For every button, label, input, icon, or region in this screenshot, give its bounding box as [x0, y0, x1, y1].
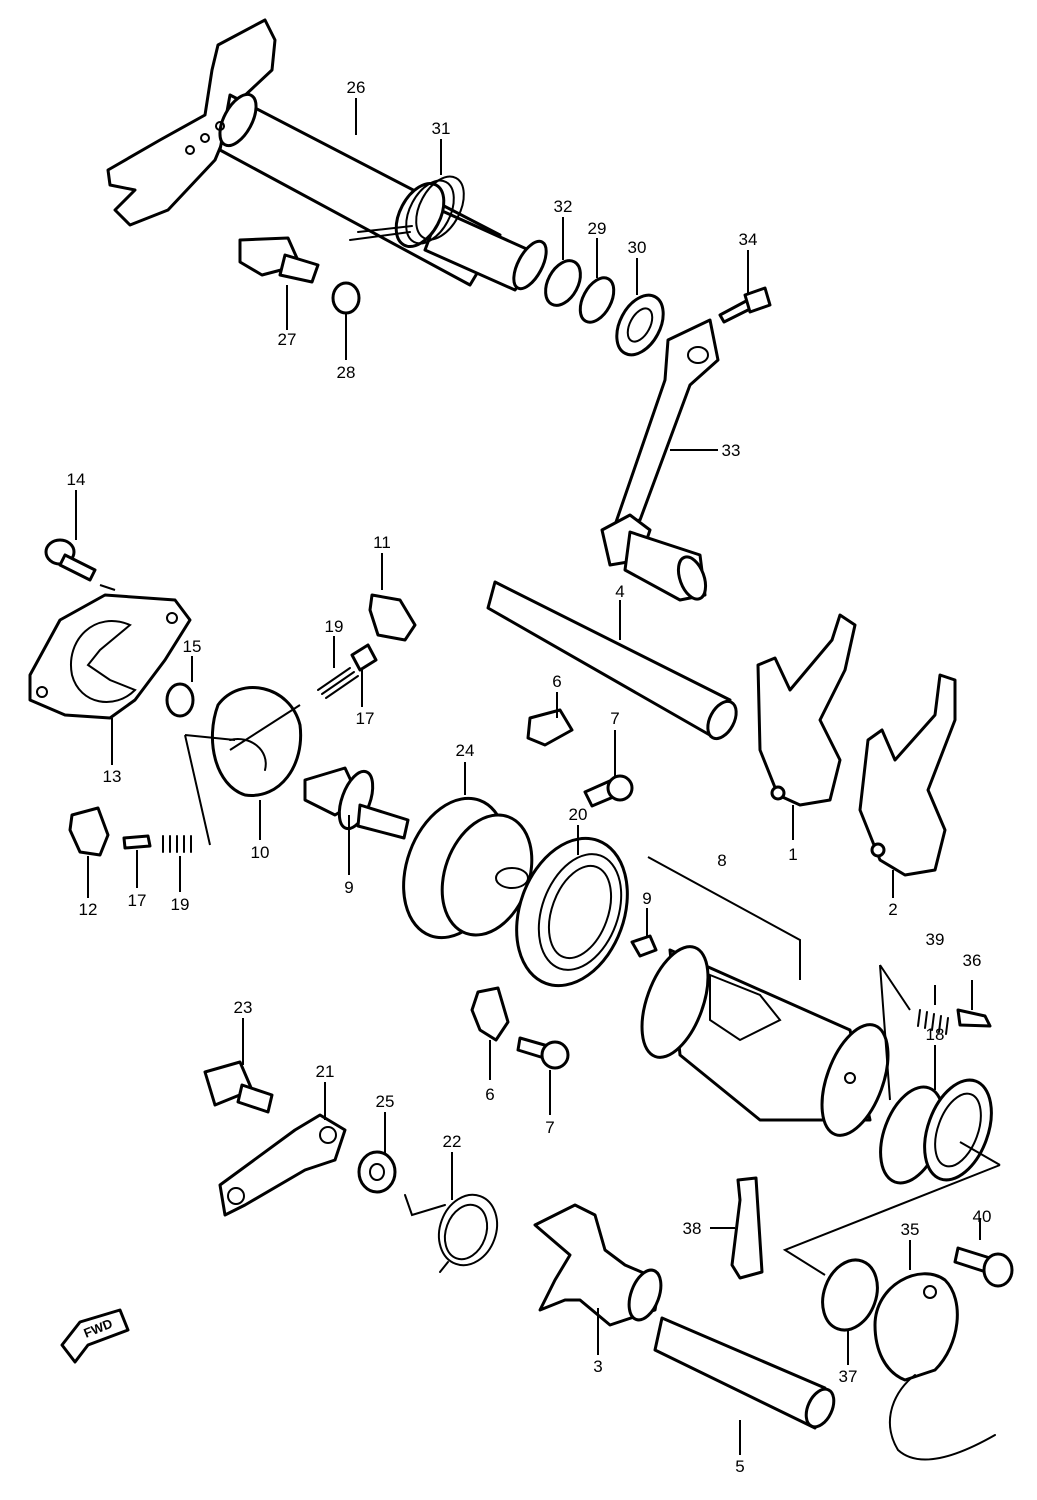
part-24-gear-shift-cam-stopper: [402, 796, 534, 940]
callout-3: 3: [593, 1357, 602, 1376]
part-31-return-spring: [349, 175, 465, 248]
callout-10: 9: [344, 878, 353, 897]
part-3-shift-fork: [533, 1203, 663, 1327]
part-10-cam-guide-shaft: [303, 766, 410, 840]
callout-12: 11: [373, 533, 391, 552]
forward-arrow-icon: FWD: [60, 1308, 130, 1364]
callout-29: 29: [588, 219, 607, 238]
callout-2: 2: [888, 900, 897, 919]
callout-39: 39: [926, 930, 945, 949]
part-26-gearshift-shaft: [106, 18, 548, 292]
callout-22: 22: [443, 1132, 462, 1151]
part-1-shift-fork: [756, 613, 857, 807]
part-35-gear-position-switch: [873, 1272, 996, 1461]
callout-19-lower: 19: [171, 895, 190, 914]
callout-37: 37: [839, 1367, 858, 1386]
callout-6-lower: 6: [485, 1085, 494, 1104]
callout-32: 32: [554, 197, 573, 216]
callout-21: 21: [316, 1062, 335, 1081]
callout-24: 24: [456, 741, 475, 760]
part-8-gear-shift-cam: [640, 945, 890, 1137]
part-27-stopper-bolt: [238, 236, 320, 284]
callout-40: 40: [973, 1207, 992, 1226]
part-36-pin: [956, 1008, 992, 1028]
part-21-cam-stopper-arm: [218, 1113, 347, 1217]
part-7-screw-upper: [583, 774, 634, 808]
callout-31: 31: [432, 119, 451, 138]
part-6-plate-lower: [470, 986, 510, 1042]
part-33-gearshift-lever: [600, 318, 720, 602]
callout-19-upper: 19: [325, 617, 344, 636]
callout-17-lower: 17: [128, 891, 147, 910]
part-7-screw-lower: [516, 1036, 570, 1070]
part-38-clamp: [730, 1176, 764, 1280]
callout-33: 33: [722, 441, 741, 460]
part-4-fork-shaft: [486, 580, 738, 741]
part-11-cam-driven-gear: [210, 686, 303, 797]
leader-lines: [75, 98, 1001, 1455]
callout-14: 13: [103, 767, 122, 786]
part-20-bearing: [515, 836, 629, 988]
part-39-spring: [917, 1009, 949, 1035]
callout-4: 4: [615, 582, 624, 601]
callout-13: 12: [79, 900, 98, 919]
callout-23: 23: [234, 998, 253, 1017]
part-6-plate-upper: [526, 708, 574, 747]
part-18-needle-bearing: [879, 1078, 993, 1185]
callout-26: 26: [347, 78, 366, 97]
callout-35: 35: [901, 1220, 920, 1239]
part-23-bolt: [203, 1060, 274, 1114]
callout-7-lower: 7: [545, 1118, 554, 1137]
part-13-pawl: [68, 806, 110, 857]
callout-1: 1: [788, 845, 797, 864]
callout-7-upper: 7: [610, 709, 619, 728]
part-22-cam-stopper-spring: [404, 1193, 499, 1273]
part-29-washer: [578, 276, 616, 324]
callout-9: 9: [642, 889, 651, 908]
callout-27: 27: [278, 330, 297, 349]
part-12-pawl: [368, 593, 417, 642]
part-14-cam-plate: [28, 593, 192, 720]
part-16-collar: [165, 682, 195, 718]
part-17-pin-lower: [122, 834, 152, 850]
part-28-washer: [331, 281, 361, 315]
callout-28: 28: [337, 363, 356, 382]
part-25-washer: [357, 1150, 397, 1194]
callout-20: 20: [569, 805, 588, 824]
part-5-fork-shaft: [653, 1316, 836, 1430]
callout-labels: 26 31 32 29 30 34 27 28 33 4 14 11 19 15…: [67, 78, 992, 1476]
part-2-shift-fork: [858, 673, 957, 877]
callout-34: 34: [739, 230, 758, 249]
callout-25: 25: [376, 1092, 395, 1111]
callout-11: 10: [251, 843, 270, 862]
callout-16: 15: [183, 637, 202, 656]
callout-17-upper: 17: [356, 709, 375, 728]
part-9-pin: [630, 934, 658, 958]
part-17-pin-upper: [350, 643, 378, 672]
part-32-circlip: [544, 259, 582, 307]
part-19-spring-upper: [317, 667, 359, 699]
callout-38: 38: [683, 1219, 702, 1238]
callout-6-upper: 6: [552, 672, 561, 691]
part-15-screw: [44, 538, 97, 582]
callout-15: 14: [67, 470, 86, 489]
part-37-o-ring: [821, 1258, 879, 1332]
part-19-spring-lower: [162, 835, 192, 853]
callout-36: 36: [963, 951, 982, 970]
part-34-bolt: [718, 286, 772, 324]
callout-8: 8: [717, 851, 726, 870]
part-40-bolt: [953, 1246, 1014, 1288]
callout-30: 30: [628, 238, 647, 257]
callout-5: 5: [735, 1457, 744, 1476]
part-30-oil-seal: [615, 293, 665, 357]
callout-18: 18: [926, 1025, 945, 1044]
